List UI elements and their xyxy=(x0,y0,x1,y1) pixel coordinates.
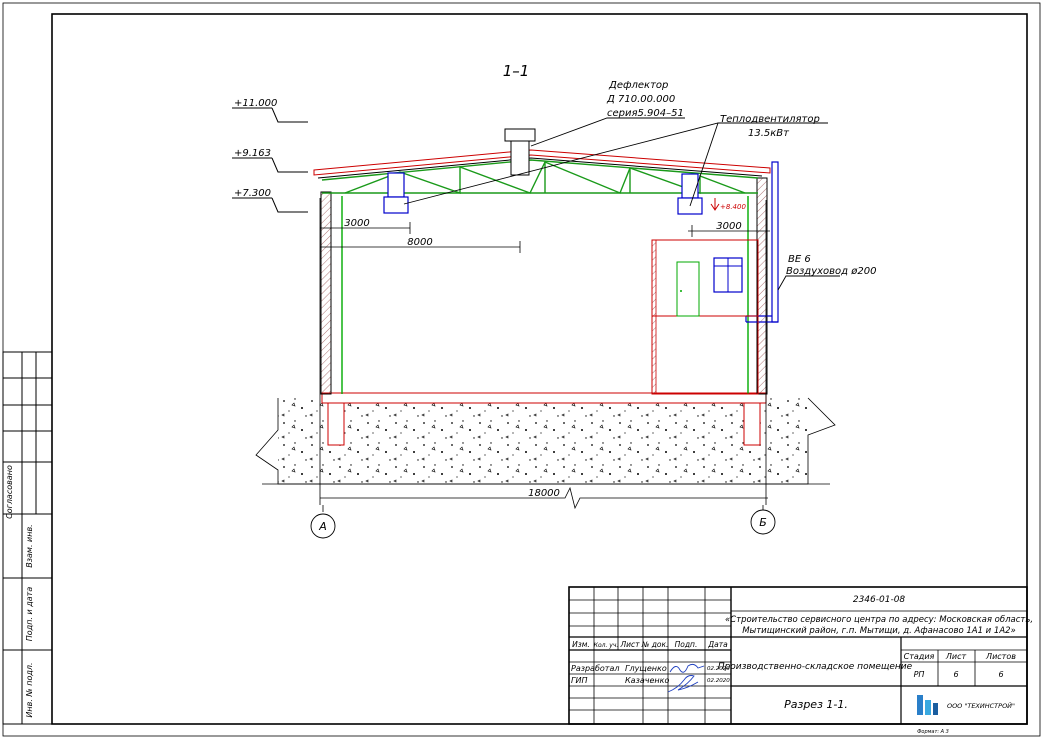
side-stamp xyxy=(2,351,53,725)
deflector xyxy=(504,128,536,176)
red-level-mark: +8.400 xyxy=(710,198,746,211)
project-line1: «Строительство сервисного центра по адре… xyxy=(725,615,1033,625)
heater-power: 13.5кВт xyxy=(748,128,790,139)
side-label-inventory: Инв. № подл. xyxy=(25,662,34,717)
col-header-count: Кол. уч. xyxy=(594,642,619,649)
dim-18000: 18000 xyxy=(528,488,560,499)
col-header-sheet: Лист xyxy=(619,640,640,649)
col-header-sign: Подп. xyxy=(675,640,698,649)
foundation-soil xyxy=(255,392,836,485)
side-label-sign-date: Подп. и дата xyxy=(25,587,34,642)
axis-markers xyxy=(310,509,776,539)
deflector-title: Дефлектор xyxy=(608,80,668,91)
row1-date: 02.2020 xyxy=(707,666,730,672)
duct-desc: Воздуховод ø200 xyxy=(786,266,876,277)
col-header-doc: № док. xyxy=(641,640,669,649)
dim-left-3000: 3000 xyxy=(344,218,369,229)
side-label-agreed: Согласовано xyxy=(5,465,14,519)
col-header-date: Дата xyxy=(707,640,728,649)
stage-value: РП xyxy=(914,670,925,679)
stage-header: Стадия xyxy=(904,652,935,661)
dim-right-3000: 3000 xyxy=(716,221,741,232)
building-name: Производственно-складское помещение xyxy=(718,662,913,672)
deflector-code: Д 710.00.000 xyxy=(606,94,675,105)
sheet-header: Лист xyxy=(945,652,967,661)
company-logo xyxy=(917,695,938,715)
sheets-value: 6 xyxy=(998,670,1003,679)
sheets-header: Листов xyxy=(985,652,1016,661)
section-title: 1–1 xyxy=(503,62,530,80)
elevation-9163: +9.163 xyxy=(234,148,271,159)
duct-label: ВЕ 6 xyxy=(788,254,811,265)
side-label-replace: Взам. инв. xyxy=(25,524,34,567)
row2-role: ГИП xyxy=(571,676,587,685)
col-header-change: Изм. xyxy=(572,640,590,649)
heater-left xyxy=(383,172,409,214)
building-walls xyxy=(320,177,768,395)
row1-name: Глущенко xyxy=(625,664,667,673)
dimension-lines xyxy=(319,198,770,512)
leader-lines xyxy=(403,117,840,291)
heater-title: Теплодвентилятор xyxy=(720,114,820,125)
project-line2: Мытищинский район, г.п. Мытищи, д. Афана… xyxy=(742,626,1016,636)
format-label: Формат: А 3 xyxy=(917,729,949,735)
title-block xyxy=(568,586,1028,725)
dim-8000: 8000 xyxy=(407,237,432,248)
row2-name: Казаченко xyxy=(625,676,669,685)
elevation-7300: +7.300 xyxy=(234,188,271,199)
elevation-marks xyxy=(232,107,308,213)
row2-date: 02.2020 xyxy=(707,678,730,684)
sheet-value: 6 xyxy=(953,670,958,679)
interior-room xyxy=(651,239,759,395)
roof xyxy=(313,149,771,179)
row1-role: Разработал xyxy=(571,664,619,673)
drawing-name: Разрез 1-1. xyxy=(784,698,848,711)
deflector-series: серия5.904–51 xyxy=(607,108,684,119)
elevation-11000: +11.000 xyxy=(234,98,277,109)
company-name: ООО "ТЕХИНСТРОЙ" xyxy=(947,701,1015,710)
signature xyxy=(667,663,705,693)
project-code: 2346-01-08 xyxy=(853,595,906,605)
red-mark-label: +8.400 xyxy=(720,203,746,211)
axis-b-label: Б xyxy=(759,516,767,529)
axis-a-label: А xyxy=(318,520,327,533)
